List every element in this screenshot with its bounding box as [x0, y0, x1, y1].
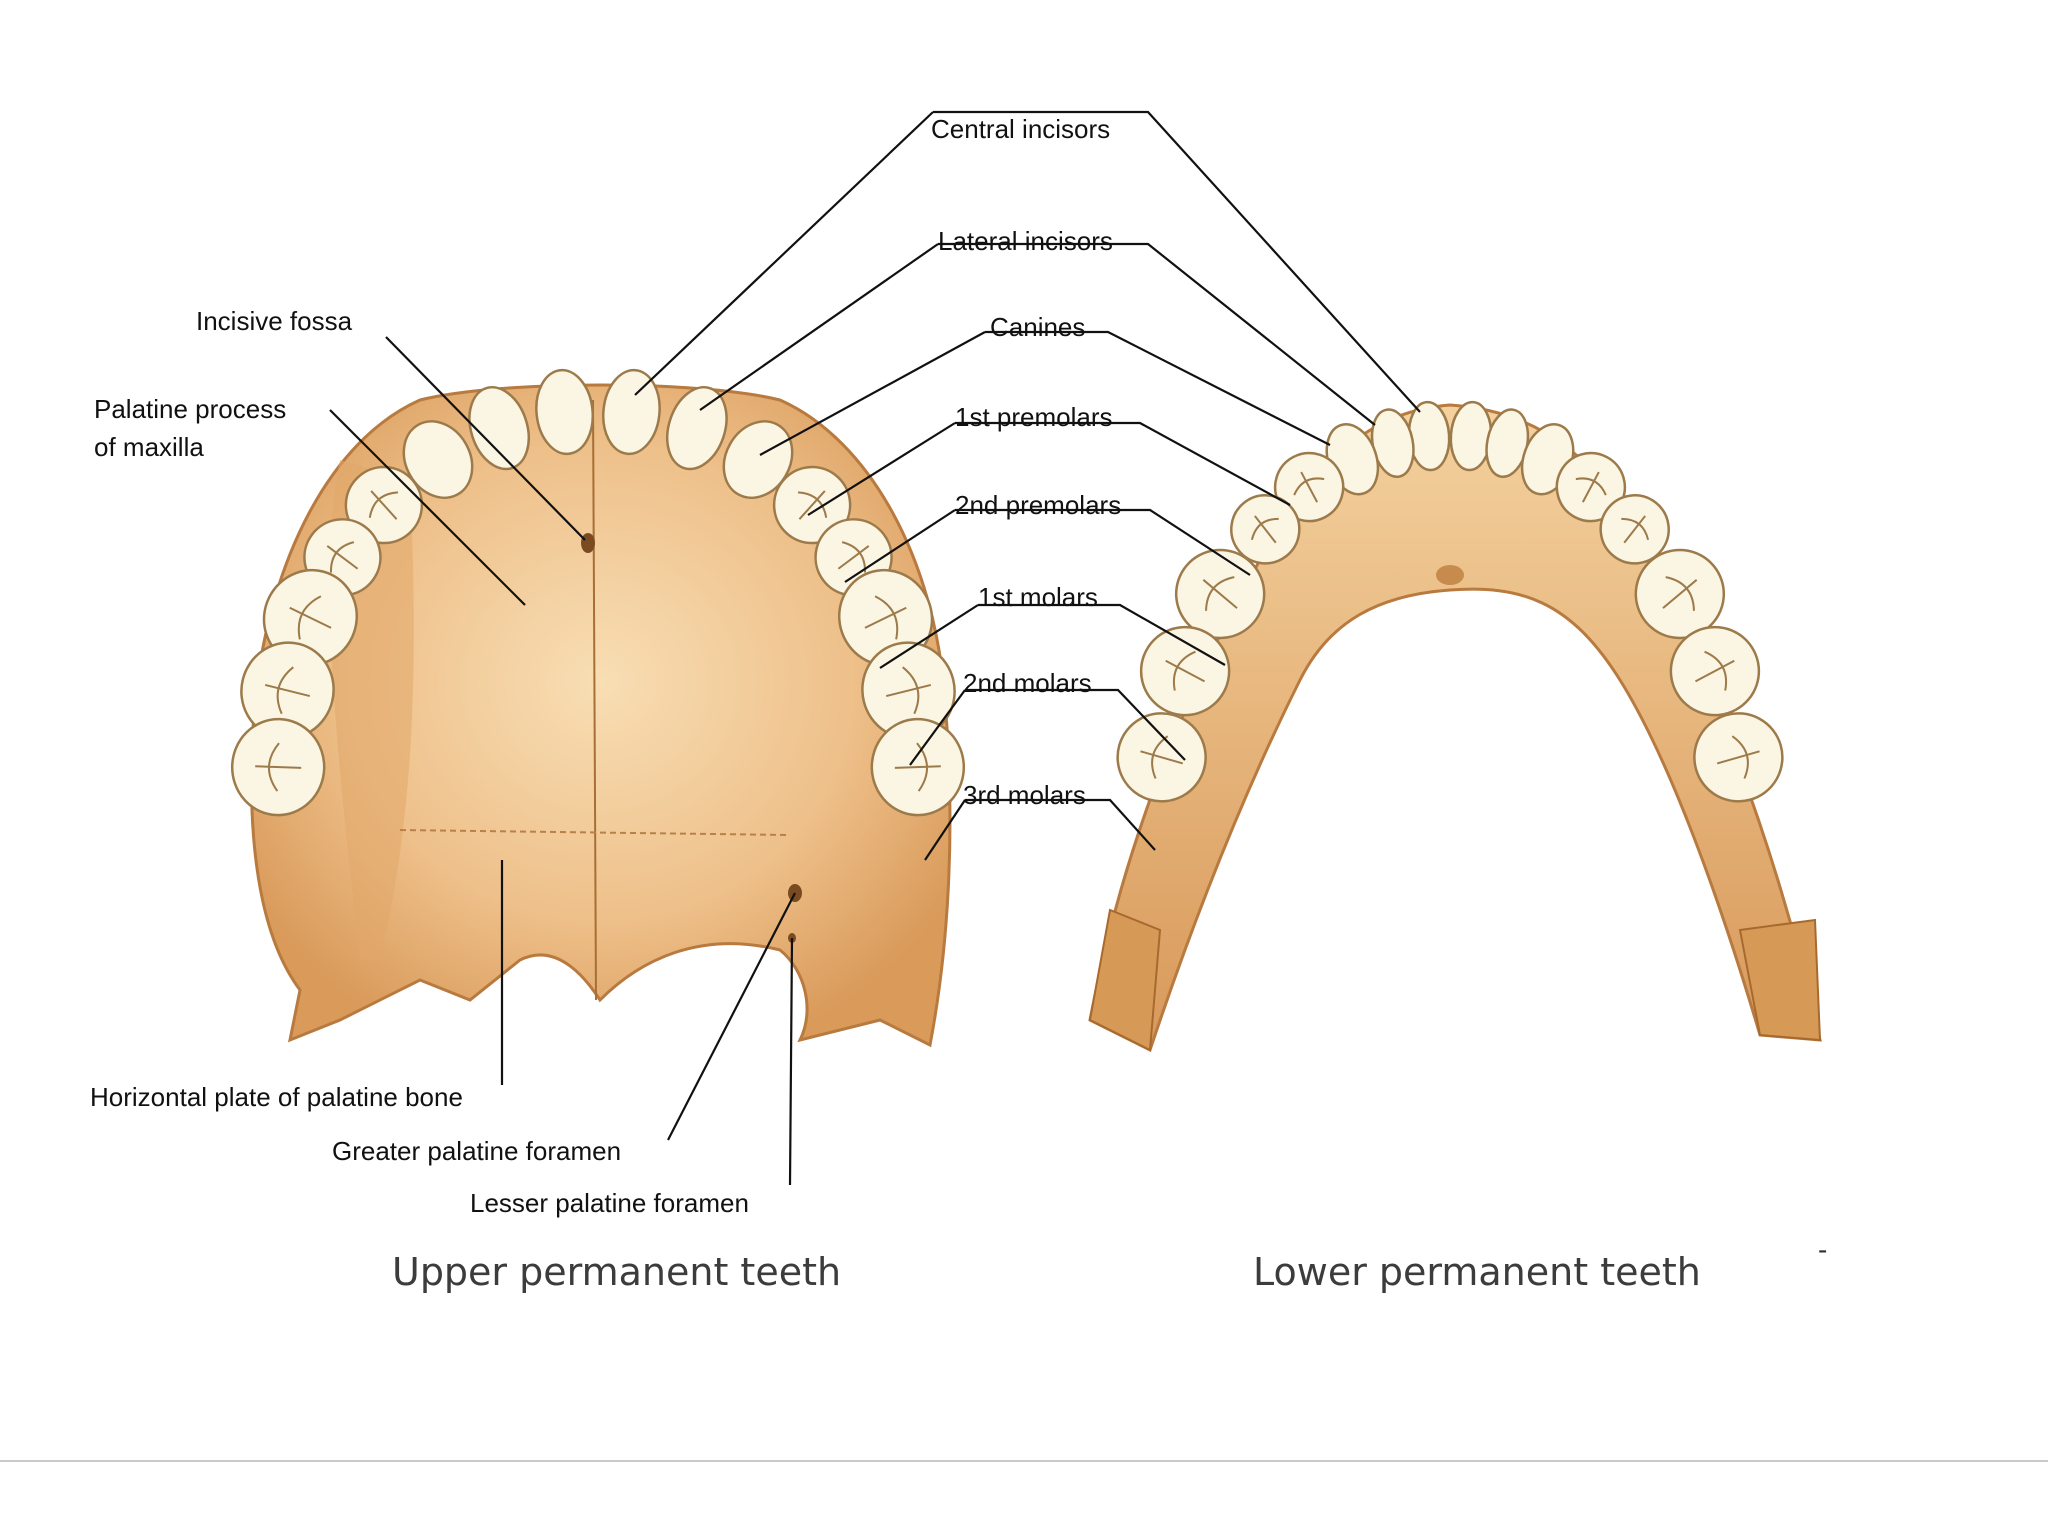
upper-incisor-tooth: [666, 385, 728, 471]
leader-canines: [985, 330, 1331, 446]
lower-molar-tooth-cusps: [1694, 650, 1735, 691]
upper-jaw: [230, 368, 966, 1048]
leader-2nd-molars-upper: [909, 689, 966, 766]
lower-premolar-tooth-cusps: [1250, 515, 1279, 544]
leader-2nd-premolars: [955, 508, 1251, 576]
label-3rd-molars: 3rd molars: [963, 780, 1086, 810]
upper-molar-tooth-cusps: [885, 666, 932, 715]
leader-lesser-palatine-foramen: [788, 937, 794, 1186]
leader-canines-upper: [759, 331, 986, 456]
lower-teeth: [1116, 400, 1784, 803]
label-1st-premolars: 1st premolars: [955, 402, 1113, 432]
right-ramus-section: [1738, 918, 1822, 1042]
leader-3rd-molars: [965, 798, 1156, 851]
lower-premolar-tooth-cusps: [1293, 471, 1325, 503]
label-palatine-process-line2: of maxilla: [94, 432, 204, 462]
leader-2nd-molars: [965, 688, 1186, 761]
label-palatine-process-line1: Palatine process: [94, 394, 287, 424]
lower-jaw: [1088, 400, 1822, 1053]
lower-molar-tooth-cusps: [1662, 576, 1698, 611]
upper-molar-tooth-cusps: [289, 595, 332, 640]
upper-molar-tooth-cusps: [264, 666, 311, 715]
lower-premolar-tooth-cusps: [1621, 515, 1650, 544]
label-incisive-fossa: Incisive fossa: [196, 306, 353, 336]
leader-palatine-process: [329, 409, 526, 606]
upper-teeth: [230, 368, 966, 817]
label-lesser-palatine-foramen: Lesser palatine foramen: [470, 1188, 749, 1218]
leader-central-incisors-upper: [634, 111, 934, 396]
leader-lines: [329, 110, 1421, 1186]
label-2nd-molars: 2nd molars: [963, 668, 1092, 698]
caption-upper-permanent-teeth: Upper permanent teeth: [392, 1250, 842, 1294]
median-palatine-suture: [592, 399, 597, 1001]
transverse-palatine-suture: [399, 829, 791, 836]
leader-1st-premolars: [955, 421, 1291, 506]
stray-dash-mark: -: [1818, 1234, 1828, 1265]
leader-lateral-incisors-upper: [699, 243, 939, 411]
leader-greater-palatine-foramen: [667, 892, 796, 1141]
leader-3rd-molars-upper: [924, 799, 966, 861]
lower-molar-tooth-cusps: [1165, 650, 1206, 691]
leader-incisive-fossa: [385, 336, 586, 541]
leader-2nd-premolars-upper: [844, 509, 956, 583]
upper-canine-tooth: [402, 420, 474, 499]
upper-premolar-tooth-cusps: [797, 490, 828, 520]
leader-1st-molars-upper: [879, 604, 979, 669]
caption-lower-permanent-teeth: Lower permanent teeth: [1253, 1250, 1701, 1294]
upper-incisor-tooth: [602, 368, 661, 456]
leader-lateral-incisors: [938, 242, 1376, 426]
lower-premolar-tooth-cusps: [1575, 471, 1607, 503]
label-canines: Canines: [990, 312, 1086, 342]
label-1st-molars: 1st molars: [978, 582, 1098, 612]
upper-molar-tooth-cusps: [255, 742, 302, 792]
label-2nd-premolars: 2nd premolars: [955, 490, 1122, 520]
upper-incisor-tooth: [535, 368, 594, 456]
lower-molar-tooth-cusps: [1202, 576, 1238, 611]
upper-incisor-tooth: [468, 385, 530, 471]
leader-1st-molars: [978, 603, 1226, 666]
left-ramus-section: [1088, 908, 1162, 1052]
leader-central-incisors: [933, 110, 1421, 413]
upper-molar-tooth-cusps: [894, 742, 941, 792]
label-greater-palatine-foramen: Greater palatine foramen: [332, 1136, 622, 1166]
label-horizontal-plate: Horizontal plate of palatine bone: [90, 1082, 463, 1112]
label-central-incisors: Central incisors: [931, 114, 1111, 144]
label-lateral-incisors: Lateral incisors: [938, 226, 1113, 256]
upper-molar-tooth-cusps: [864, 595, 907, 640]
upper-canine-tooth: [722, 420, 794, 499]
upper-premolar-tooth-cusps: [368, 490, 399, 520]
upper-premolar-tooth-cusps: [326, 541, 359, 573]
leader-1st-premolars-upper: [807, 422, 956, 516]
lower-molar-tooth-cusps: [1716, 735, 1760, 779]
bottom-divider: [0, 1460, 2048, 1462]
incisive-fossa-mark: [581, 533, 595, 553]
mental-spine-mark: [1436, 565, 1464, 585]
